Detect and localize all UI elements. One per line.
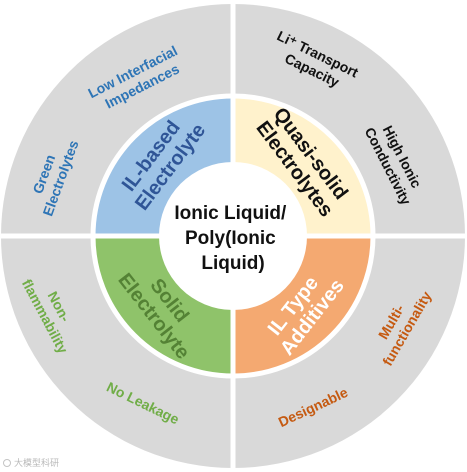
center-line-2: Poly(Ionic: [185, 228, 276, 249]
center-line-3: Liquid): [201, 253, 264, 274]
center-title: Ionic Liquid/ Poly(Ionic Liquid): [174, 203, 291, 274]
inner-ring-border: [90, 93, 376, 379]
center-line-1: Ionic Liquid/: [174, 203, 287, 224]
watermark-text: 大模型科研: [14, 457, 59, 468]
watermark-icon: [3, 459, 11, 467]
center-circle: [159, 162, 307, 310]
watermark: 大模型科研: [3, 457, 59, 468]
